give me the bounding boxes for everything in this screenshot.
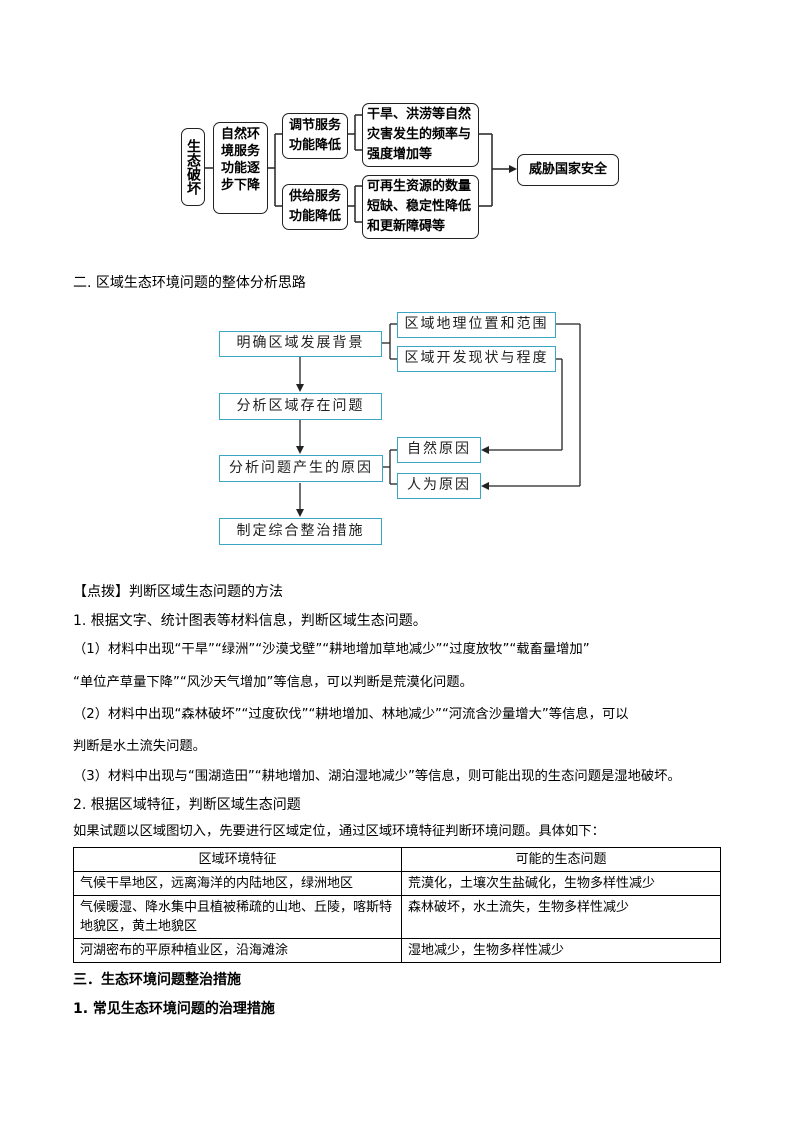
cause-natural: 自然原因: [397, 437, 481, 463]
table-row: 河湖密布的平原种植业区，沿海滩涂 湿地减少，生物多样性减少: [73, 938, 721, 963]
table-cell: 森林破坏，水土流失，生物多样性减少: [401, 895, 721, 939]
paragraph-3b: 判断是水土流失问题。: [73, 739, 206, 754]
tip-heading: 【点拨】判断区域生态问题的方法: [73, 584, 283, 600]
table-cell: 气候暖湿、降水集中且植被稀疏的山地、丘陵，喀斯特地貌区，黄土地貌区: [73, 895, 402, 939]
node-final: 威胁国家安全: [517, 154, 619, 186]
step-analyze-causes: 分析问题产生的原因: [219, 455, 383, 482]
paragraph-4: （3）材料中出现与“围湖造田”“耕地增加、湖泊湿地减少”等信息，则可能出现的生态…: [73, 769, 681, 784]
table-header-row: 区域环境特征 可能的生态问题: [73, 847, 721, 872]
bg-location: 区域地理位置和范围: [397, 312, 556, 338]
table-header: 区域环境特征: [73, 847, 402, 872]
cause-human: 人为原因: [397, 473, 481, 499]
step-analyze-problems: 分析区域存在问题: [219, 393, 382, 420]
paragraph-5: 2. 根据区域特征，判断区域生态问题: [73, 797, 301, 813]
bg-development: 区域开发现状与程度: [397, 346, 556, 372]
node-result-a: 干旱、洪涝等自然灾害发生的频率与强度增加等: [362, 103, 479, 167]
paragraph-3a: （2）材料中出现“森林破坏”“过度砍伐”“耕地增加、林地减少”“河流含沙量增大”…: [73, 707, 629, 722]
node-mid: 自然环境服务功能逐步下降: [213, 122, 268, 214]
paragraph-6: 如果试题以区域图切入，先要进行区域定位，通过区域环境特征判断环境问题。具体如下：: [73, 824, 605, 839]
table-cell: 河湖密布的平原种植业区，沿海滩涂: [73, 938, 402, 963]
diagram2-connectors: [296, 323, 581, 517]
node-root: 生态破坏: [181, 128, 205, 206]
section3-subheading: 1. 常见生态环境问题的治理措施: [73, 1001, 275, 1017]
paragraph-1: 1. 根据文字、统计图表等材料信息，判断区域生态问题。: [73, 613, 427, 629]
table-cell: 气候干旱地区，远离海洋的内陆地区，绿洲地区: [73, 871, 402, 896]
step-define-background: 明确区域发展背景: [219, 331, 382, 357]
table-row: 气候干旱地区，远离海洋的内陆地区，绿洲地区 荒漠化，土壤次生盐碱化，生物多样性减…: [73, 871, 721, 896]
table-row: 气候暖湿、降水集中且植被稀疏的山地、丘陵，喀斯特地貌区，黄土地貌区 森林破坏，水…: [73, 895, 721, 939]
node-result-b: 可再生资源的数量短缺、稳定性降低和更新障碍等: [362, 175, 479, 239]
table-cell: 湿地减少，生物多样性减少: [401, 938, 721, 963]
step-measures: 制定综合整治措施: [219, 518, 382, 545]
table-cell: 荒漠化，土壤次生盐碱化，生物多样性减少: [401, 871, 721, 896]
table-header: 可能的生态问题: [401, 847, 721, 872]
section2-heading: 二. 区域生态环境问题的整体分析思路: [73, 275, 306, 291]
paragraph-2b: “单位产草量下降”“风沙天气增加”等信息，可以判断是荒漠化问题。: [73, 675, 473, 690]
node-branch-b: 供给服务功能降低: [282, 184, 348, 230]
node-branch-a: 调节服务功能降低: [282, 113, 348, 159]
paragraph-2a: （1）材料中出现“干旱”“绿洲”“沙漠戈壁”“耕地增加草地减少”“过度放牧”“载…: [73, 642, 590, 657]
section3-heading: 三．生态环境问题整治措施: [73, 972, 241, 988]
region-problem-table: 区域环境特征 可能的生态问题 气候干旱地区，远离海洋的内陆地区，绿洲地区 荒漠化…: [73, 847, 721, 963]
diagram1-connectors: [204, 114, 517, 223]
